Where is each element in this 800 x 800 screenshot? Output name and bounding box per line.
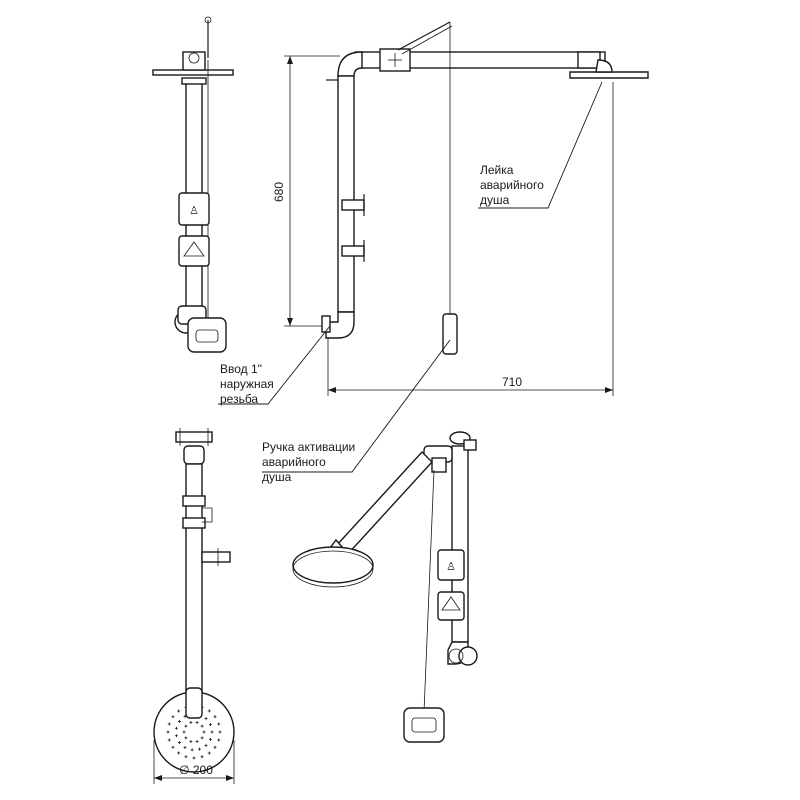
callout-head-line2: аварийного <box>480 178 544 192</box>
nozzle-mark <box>183 746 187 750</box>
shower-head-side <box>569 71 649 79</box>
callout-inlet-line2: наружная <box>220 377 274 391</box>
nozzle-mark <box>184 755 188 759</box>
nozzle-mark <box>204 717 208 721</box>
callout-handle-line3: душа <box>262 470 292 484</box>
callout-head-line1: Лейка <box>480 163 514 177</box>
nozzle-mark <box>208 737 212 741</box>
nozzle-mark <box>217 722 221 726</box>
nozzle-mark <box>195 720 199 724</box>
top-view: ∅ 200 <box>153 428 235 784</box>
nozzle-mark <box>177 741 181 745</box>
nozzle-mark <box>217 738 221 742</box>
nozzle-mark <box>171 715 175 719</box>
nozzle-mark <box>195 740 199 744</box>
front-view: ♙ <box>152 16 234 353</box>
nozzle-mark <box>208 723 212 727</box>
svg-text:♙: ♙ <box>189 205 199 217</box>
nozzle-mark <box>207 751 211 755</box>
width-dimension: 710 <box>502 375 522 389</box>
nozzle-mark <box>200 724 204 728</box>
arrow-sign-iso-icon <box>437 591 465 621</box>
nozzle-mark <box>182 730 186 734</box>
nozzle-mark <box>204 743 208 747</box>
nozzle-mark <box>177 719 181 723</box>
pull-handle-side <box>442 313 458 355</box>
nozzle-mark <box>177 709 181 713</box>
nozzle-mark <box>190 748 194 752</box>
nozzle-mark <box>213 745 217 749</box>
shower-head-iso <box>292 546 374 584</box>
nozzle-mark <box>192 756 196 760</box>
nozzle-mark <box>167 722 171 726</box>
arrow-sign-icon <box>178 235 210 267</box>
pull-handle-iso <box>403 707 445 743</box>
nozzle-mark <box>171 745 175 749</box>
nozzle-mark <box>184 724 188 728</box>
nozzle-mark <box>218 730 222 734</box>
nozzle-mark <box>167 738 171 742</box>
nozzle-mark <box>202 730 206 734</box>
callout-inlet-line3: резьба <box>220 392 258 406</box>
callout-handle: Ручка активации аварийного душа <box>262 440 355 484</box>
nozzle-mark <box>213 715 217 719</box>
callout-shower-head: Лейка аварийного душа <box>480 163 544 207</box>
callout-inlet-line1: Ввод 1" <box>220 362 262 376</box>
nozzle-mark <box>200 736 204 740</box>
nozzle-mark <box>174 726 178 730</box>
shower-sign-iso-icon <box>437 549 465 581</box>
height-dimension: 680 <box>272 182 286 202</box>
nozzle-mark <box>177 751 181 755</box>
shower-sign-icon <box>178 192 210 226</box>
nozzle-mark <box>198 747 202 751</box>
nozzle-mark <box>189 740 193 744</box>
nozzle-mark <box>166 730 170 734</box>
callout-handle-line1: Ручка активации <box>262 440 355 454</box>
nozzle-mark <box>207 709 211 713</box>
callout-head-line3: душа <box>480 193 510 207</box>
svg-text:♙: ♙ <box>446 561 456 573</box>
nozzle-mark <box>210 730 214 734</box>
nozzle-mark <box>184 736 188 740</box>
diameter-dimension: ∅ 200 <box>179 763 213 777</box>
pull-handle-front <box>187 317 227 353</box>
callout-handle-line2: аварийного <box>262 455 326 469</box>
side-view: 680 710 <box>218 21 649 473</box>
nozzle-mark <box>200 755 204 759</box>
nozzle-mark <box>189 720 193 724</box>
nozzle-mark <box>174 734 178 738</box>
callout-inlet: Ввод 1" наружная резьба <box>220 362 274 406</box>
isometric-view: ♙ <box>292 431 478 743</box>
